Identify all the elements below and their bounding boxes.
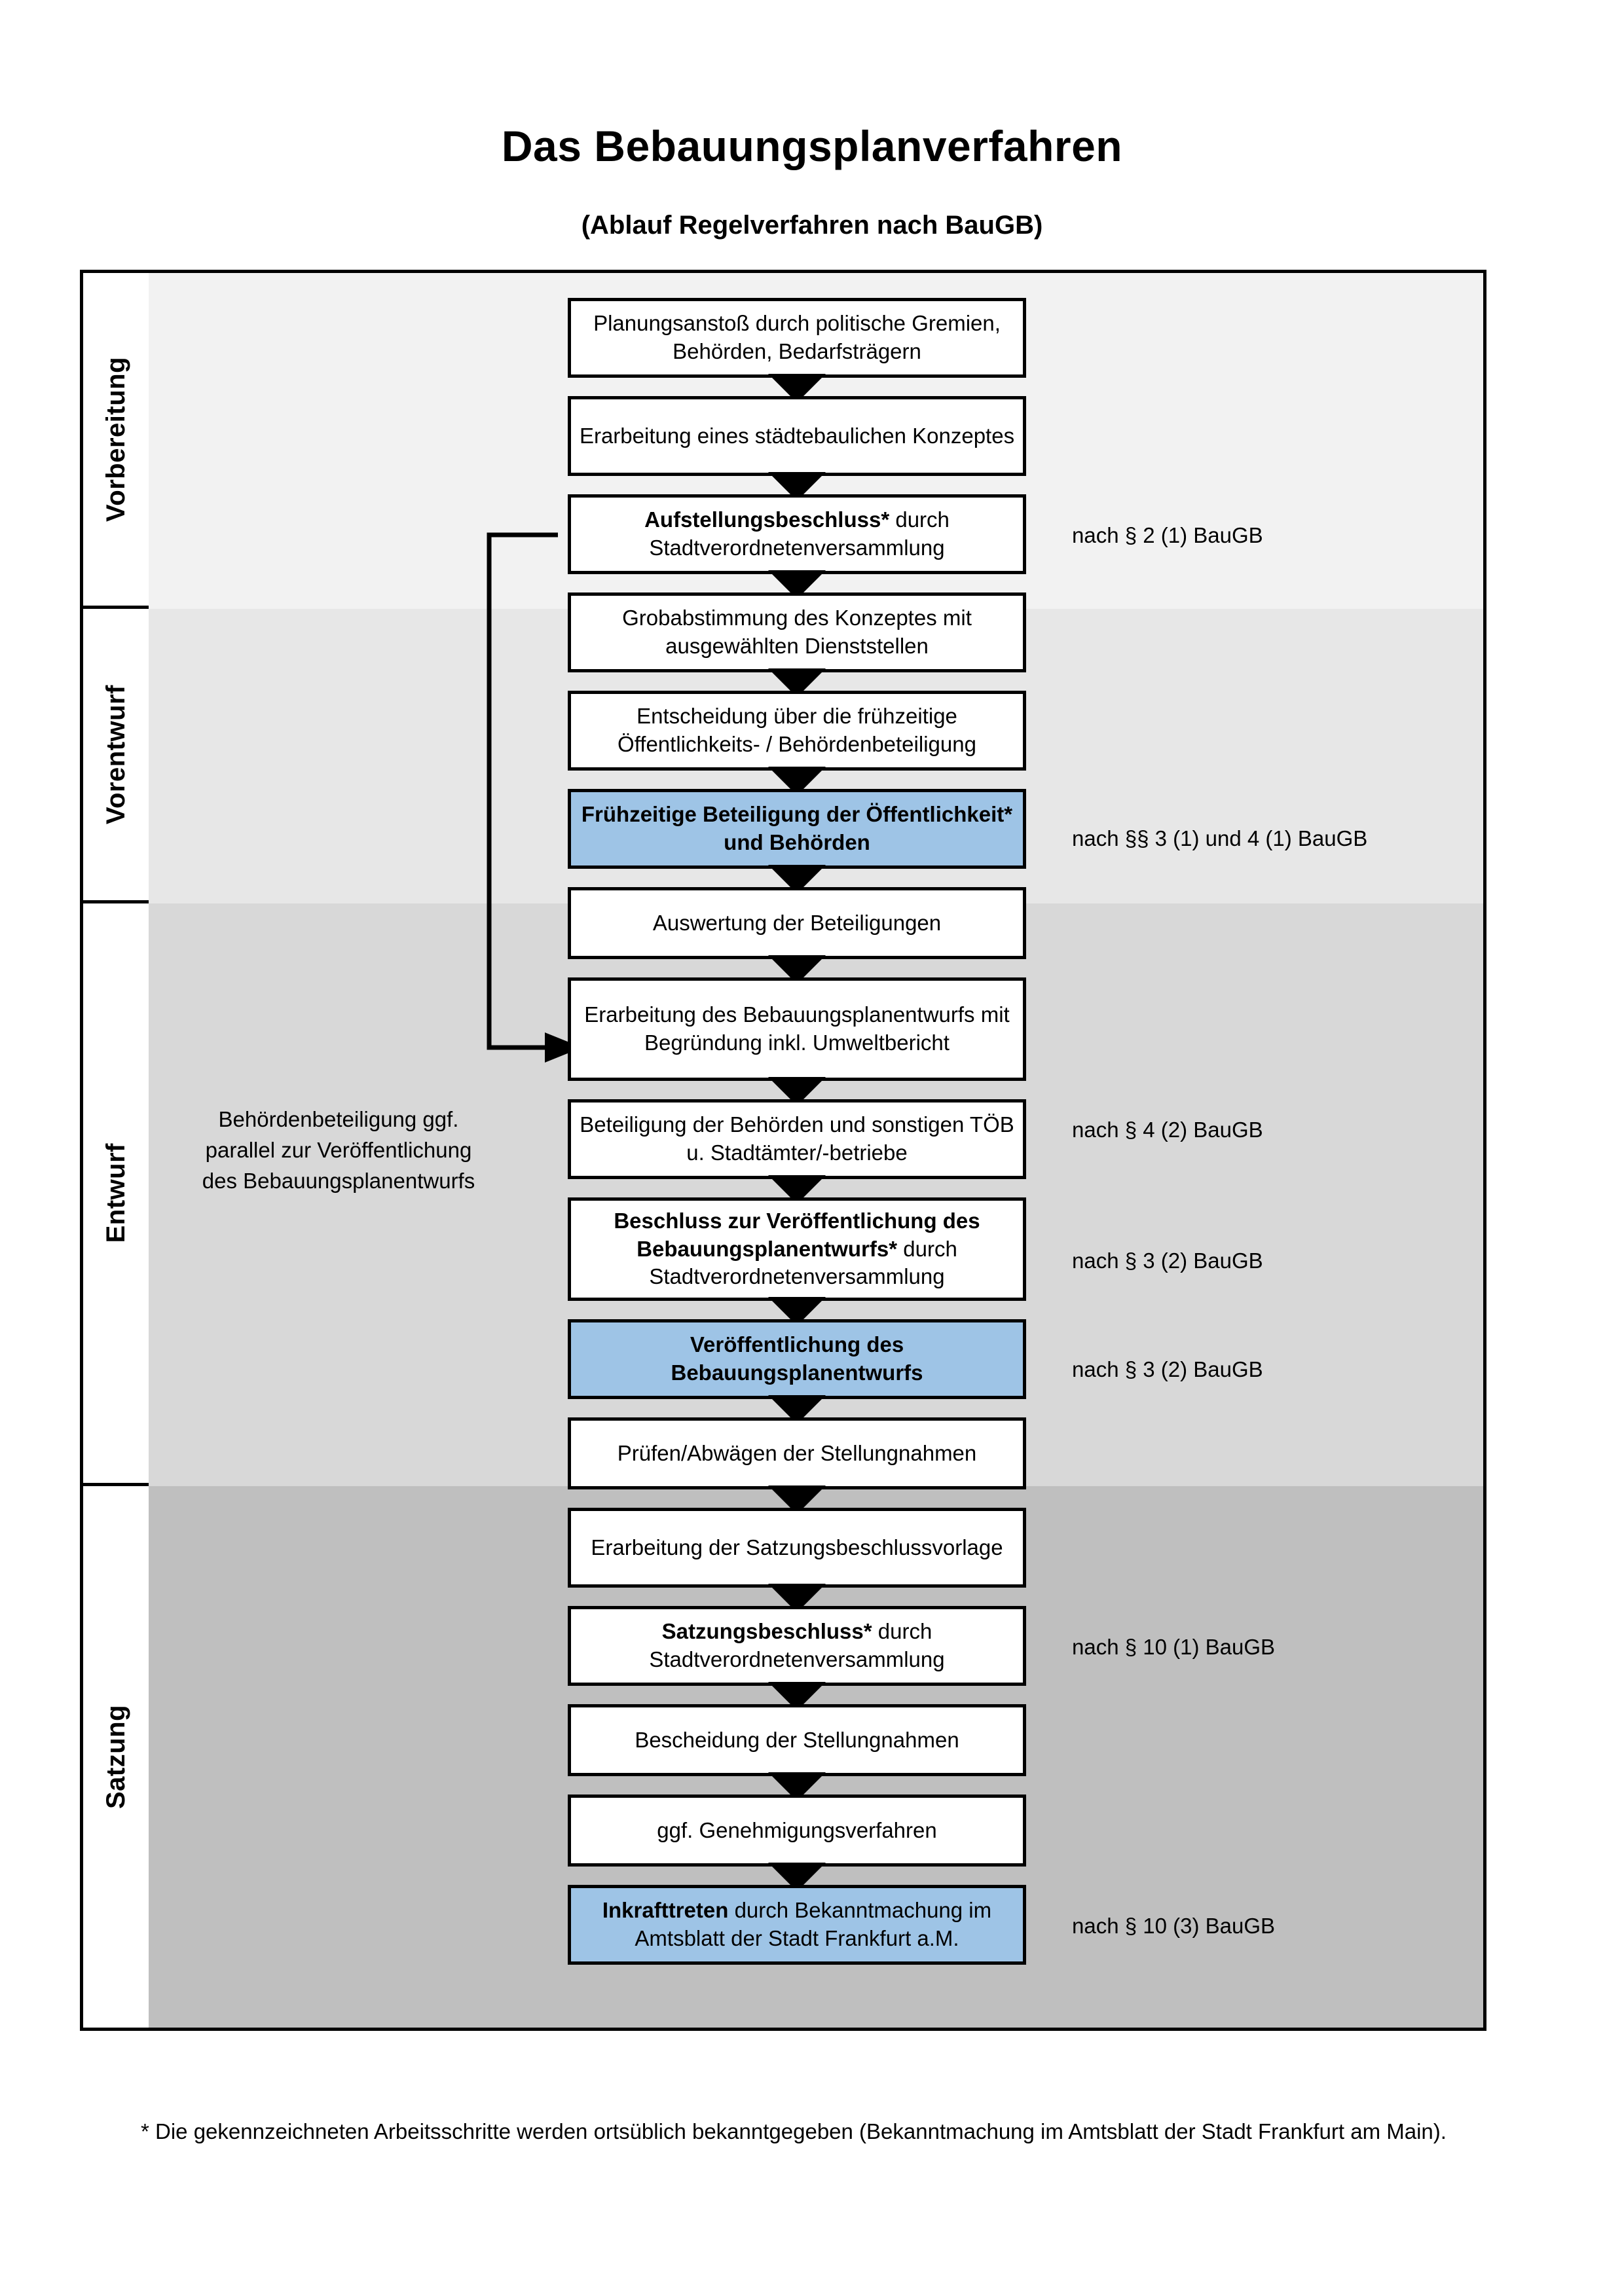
step-konzept-text: Erarbeitung eines städtebaulichen Konzep… — [579, 423, 1015, 448]
legal-ref-text: nach § 10 (1) BauGB — [1072, 1635, 1276, 1659]
step-planungsanstoss-text: Planungsanstoß durch politische Gremien,… — [593, 311, 1001, 363]
step-beschluss-veroeffentlichung-bold: Beschluss zur Veröffentlichung des Bebau… — [614, 1208, 980, 1261]
step-fruehzeitige-beteiligung[interactable]: Frühzeitige Beteiligung der Öffentlichke… — [568, 789, 1026, 869]
step-inkrafttreten-bold: Inkrafttreten — [602, 1898, 729, 1923]
step-bescheidung-text: Bescheidung der Stellungnahmen — [635, 1727, 959, 1752]
step-veroeffentlichung[interactable]: Veröffentlichung des Bebauungsplanentwur… — [568, 1319, 1026, 1399]
legal-ref-beteiligung-behoerden: nach § 4 (2) BauGB — [1072, 1118, 1263, 1142]
step-entscheidung[interactable]: Entscheidung über die frühzeitige Öffent… — [568, 691, 1026, 771]
step-genehmigungsverfahren[interactable]: ggf. Genehmigungsverfahren — [568, 1795, 1026, 1867]
step-erarbeitung-entwurf[interactable]: Erarbeitung des Bebauungsplanentwurfs mi… — [568, 977, 1026, 1081]
page-subtitle: (Ablauf Regelverfahren nach BauGB) — [581, 211, 1043, 240]
phase-cell-entwurf: Entwurf — [83, 903, 149, 1486]
step-satzungsbeschluss[interactable]: Satzungsbeschluss* durch Stadtverordnete… — [568, 1606, 1026, 1686]
legal-ref-satzungsbeschluss: nach § 10 (1) BauGB — [1072, 1635, 1275, 1660]
step-beteiligung-behoerden[interactable]: Beteiligung der Behörden und sonstigen T… — [568, 1099, 1026, 1179]
legal-ref-text: nach § 2 (1) BauGB — [1072, 523, 1263, 547]
step-inkrafttreten-text: Inkrafttreten durch Bekanntmachung im Am… — [578, 1897, 1016, 1953]
legal-ref-fruehzeitige-beteiligung: nach §§ 3 (1) und 4 (1) BauGB — [1072, 826, 1367, 851]
step-grobabstimmung-text: Grobabstimmung des Konzeptes mit ausgewä… — [622, 606, 972, 658]
step-planungsanstoss[interactable]: Planungsanstoß durch politische Gremien,… — [568, 298, 1026, 378]
step-satzungsbeschluss-bold: Satzungsbeschluss* — [661, 1619, 872, 1644]
footnote: * Die gekennzeichneten Arbeitsschritte w… — [141, 2115, 1496, 2148]
flowchart-frame: Vorbereitung Vorentwurf Entwurf Satzung … — [80, 270, 1486, 2031]
legal-ref-veroeffentlichung: nach § 3 (2) BauGB — [1072, 1357, 1263, 1382]
step-aufstellungsbeschluss-bold: Aufstellungsbeschluss* — [644, 507, 890, 532]
step-genehmigungsverfahren-text: ggf. Genehmigungsverfahren — [657, 1817, 937, 1842]
step-entscheidung-text: Entscheidung über die frühzeitige Öffent… — [618, 704, 976, 756]
step-bescheidung[interactable]: Bescheidung der Stellungnahmen — [568, 1704, 1026, 1776]
phase-cell-vorentwurf: Vorentwurf — [83, 609, 149, 903]
step-beschluss-veroeffentlichung-text: Beschluss zur Veröffentlichung des Bebau… — [578, 1207, 1016, 1292]
step-inkrafttreten-rest: durch Bekanntmachung im Amtsblatt der St… — [635, 1898, 992, 1950]
step-satzungsbeschlussvorlage-text: Erarbeitung der Satzungsbeschlussvorlage — [591, 1535, 1003, 1559]
legal-ref-text: nach § 4 (2) BauGB — [1072, 1118, 1263, 1142]
step-satzungsbeschluss-text: Satzungsbeschluss* durch Stadtverordnete… — [578, 1618, 1016, 1674]
phase-cell-vorbereitung: Vorbereitung — [83, 273, 149, 609]
step-erarbeitung-entwurf-text: Erarbeitung des Bebauungsplanentwurfs mi… — [584, 1002, 1010, 1055]
step-pruefen-abwaegen[interactable]: Prüfen/Abwägen der Stellungnahmen — [568, 1417, 1026, 1489]
phase-column: Vorbereitung Vorentwurf Entwurf Satzung — [83, 273, 149, 2028]
step-beteiligung-behoerden-text: Beteiligung der Behörden und sonstigen T… — [580, 1112, 1014, 1165]
step-aufstellungsbeschluss-rest: durch Stadtverordnetenversammlung — [649, 507, 950, 560]
step-satzungsbeschlussvorlage[interactable]: Erarbeitung der Satzungsbeschlussvorlage — [568, 1508, 1026, 1588]
legal-ref-text: nach § 10 (3) BauGB — [1072, 1914, 1276, 1938]
step-satzungsbeschluss-rest: durch Stadtverordnetenversammlung — [649, 1619, 945, 1671]
side-note-text: Behördenbeteiligung ggf. parallel zur Ve… — [202, 1107, 475, 1193]
step-auswertung-text: Auswertung der Beteiligungen — [652, 910, 942, 935]
flow-steps: Planungsanstoß durch politische Gremien,… — [83, 273, 1483, 2028]
legal-ref-inkrafttreten: nach § 10 (3) BauGB — [1072, 1914, 1275, 1939]
step-veroeffentlichung-text: Veröffentlichung des Bebauungsplanentwur… — [671, 1332, 923, 1385]
step-aufstellungsbeschluss-text: Aufstellungsbeschluss* durch Stadtverord… — [578, 506, 1016, 562]
legal-ref-text: nach § 3 (2) BauGB — [1072, 1248, 1263, 1273]
footnote-text: * Die gekennzeichneten Arbeitsschritte w… — [141, 2119, 1447, 2143]
step-konzept[interactable]: Erarbeitung eines städtebaulichen Konzep… — [568, 396, 1026, 476]
legal-ref-beschluss-veroeffentlichung: nach § 3 (2) BauGB — [1072, 1248, 1263, 1273]
legal-ref-text: nach § 3 (2) BauGB — [1072, 1357, 1263, 1381]
step-grobabstimmung[interactable]: Grobabstimmung des Konzeptes mit ausgewä… — [568, 592, 1026, 672]
page-title: Das Bebauungsplanverfahren — [501, 122, 1123, 170]
side-note: Behördenbeteiligung ggf. parallel zur Ve… — [188, 1104, 489, 1197]
legal-ref-aufstellungsbeschluss: nach § 2 (1) BauGB — [1072, 523, 1263, 548]
step-beschluss-veroeffentlichung[interactable]: Beschluss zur Veröffentlichung des Bebau… — [568, 1197, 1026, 1301]
step-aufstellungsbeschluss[interactable]: Aufstellungsbeschluss* durch Stadtverord… — [568, 494, 1026, 574]
legal-ref-text: nach §§ 3 (1) und 4 (1) BauGB — [1072, 826, 1368, 850]
step-inkrafttreten[interactable]: Inkrafttreten durch Bekanntmachung im Am… — [568, 1885, 1026, 1965]
step-pruefen-abwaegen-text: Prüfen/Abwägen der Stellungnahmen — [617, 1440, 977, 1465]
phase-cell-satzung: Satzung — [83, 1486, 149, 2028]
step-beschluss-veroeffentlichung-rest: durch Stadtverordnetenversammlung — [649, 1236, 957, 1289]
step-fruehzeitige-beteiligung-text: Frühzeitige Beteiligung der Öffentlichke… — [581, 802, 1013, 854]
step-auswertung[interactable]: Auswertung der Beteiligungen — [568, 887, 1026, 959]
